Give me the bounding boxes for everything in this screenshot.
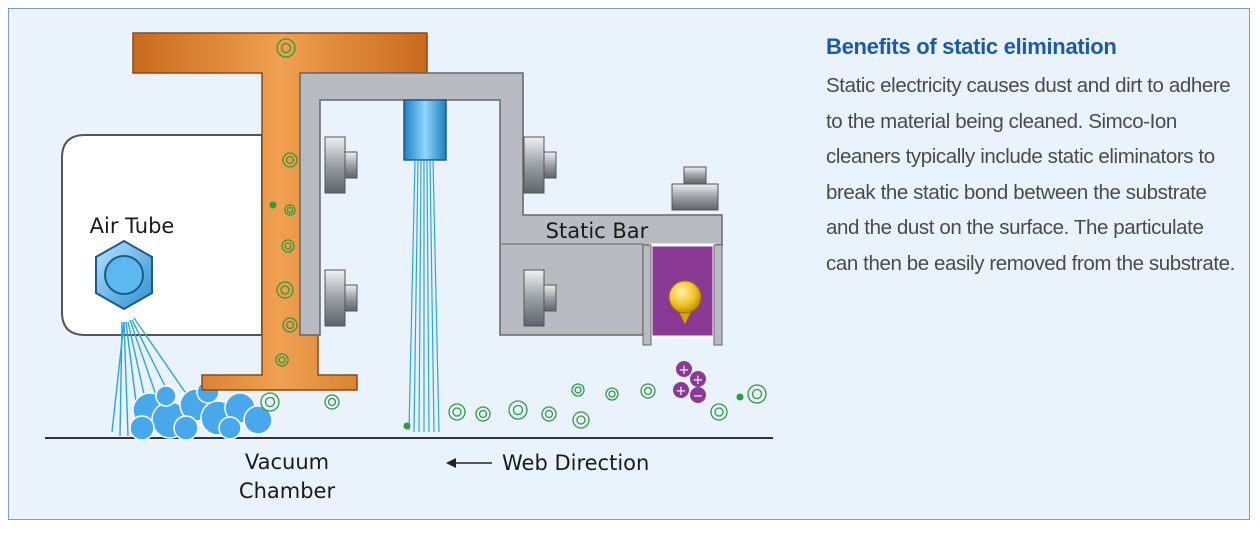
bolt-icon xyxy=(324,269,358,327)
dust-particle-core xyxy=(452,407,462,417)
static-bar-emitter xyxy=(642,243,723,346)
dust-particle xyxy=(281,239,295,253)
dust-dot xyxy=(736,393,744,401)
dust-particle xyxy=(275,353,289,367)
dust-particle xyxy=(276,38,296,58)
left-arrow-icon xyxy=(446,458,492,468)
dust-particle xyxy=(260,392,280,412)
ion-sign: + xyxy=(679,363,690,378)
panel-body: Static electricity causes dust and dirt … xyxy=(826,74,1235,275)
dust-particle xyxy=(282,152,298,168)
dust-particle-core xyxy=(327,397,337,407)
dust-particle-core xyxy=(512,404,524,416)
dust-particle xyxy=(284,204,296,216)
ion-particles: + + + − xyxy=(673,361,706,404)
dust-particle xyxy=(572,411,590,429)
dust-particle-core xyxy=(608,390,616,398)
ion-sign: − xyxy=(693,389,704,404)
dust-particle xyxy=(541,406,557,422)
dust-particle-core xyxy=(264,396,276,408)
air-knife-nozzle-icon xyxy=(403,99,447,161)
dust-particle-core xyxy=(286,206,294,214)
dust-particle-core xyxy=(278,356,286,364)
dust-particle-core xyxy=(574,386,582,394)
bolt-icon xyxy=(523,136,557,194)
dust-particle-core xyxy=(284,242,292,250)
dust-particle-core xyxy=(643,386,653,396)
dust-particle xyxy=(282,317,298,333)
dust-particle-core xyxy=(544,409,554,419)
vacuum-chamber-label-line1: Vacuum xyxy=(245,450,329,474)
dust-particle xyxy=(276,281,294,299)
vacuum-chamber-label-line2: Chamber xyxy=(239,479,336,503)
dust-particle xyxy=(710,403,728,421)
panel-title: Benefits of static elimination xyxy=(826,34,1117,59)
dust-particle xyxy=(448,403,466,421)
dust-particle xyxy=(324,394,340,410)
dust-particles xyxy=(260,38,767,430)
dust-particle-core xyxy=(285,155,295,165)
dust-particle xyxy=(747,384,767,404)
dust-particle xyxy=(508,400,528,420)
dust-particle-core xyxy=(576,415,586,425)
dust-particle-core xyxy=(478,409,488,419)
dust-cloud xyxy=(129,380,273,441)
dust-particle xyxy=(571,383,585,397)
dust-particle-core xyxy=(285,320,295,330)
dust-particle xyxy=(605,387,619,401)
bolt-icon xyxy=(671,166,719,211)
cleaner-diagram: + + + − Air Tube Static Bar Vacuum Chamb… xyxy=(45,32,773,503)
info-panel: Benefits of static elimination Static el… xyxy=(826,34,1236,281)
static-bar-label: Static Bar xyxy=(546,219,649,243)
web-direction-label: Web Direction xyxy=(502,451,649,475)
dust-particle-core xyxy=(280,42,292,54)
air-curtain xyxy=(408,159,440,433)
dust-particle-core xyxy=(751,388,763,400)
bolt-icon xyxy=(324,136,358,194)
dust-particle-core xyxy=(280,285,290,295)
dust-dot xyxy=(269,201,277,209)
air-tube-label: Air Tube xyxy=(90,214,175,238)
dust-dot xyxy=(403,422,411,430)
bolt-icon xyxy=(523,269,557,327)
dust-particle xyxy=(475,406,491,422)
dust-particle-core xyxy=(714,407,724,417)
dust-particle xyxy=(640,383,656,399)
ion-sign: + xyxy=(693,373,704,388)
air-tube-hex-icon xyxy=(95,239,153,311)
ion-sign: + xyxy=(676,384,687,399)
